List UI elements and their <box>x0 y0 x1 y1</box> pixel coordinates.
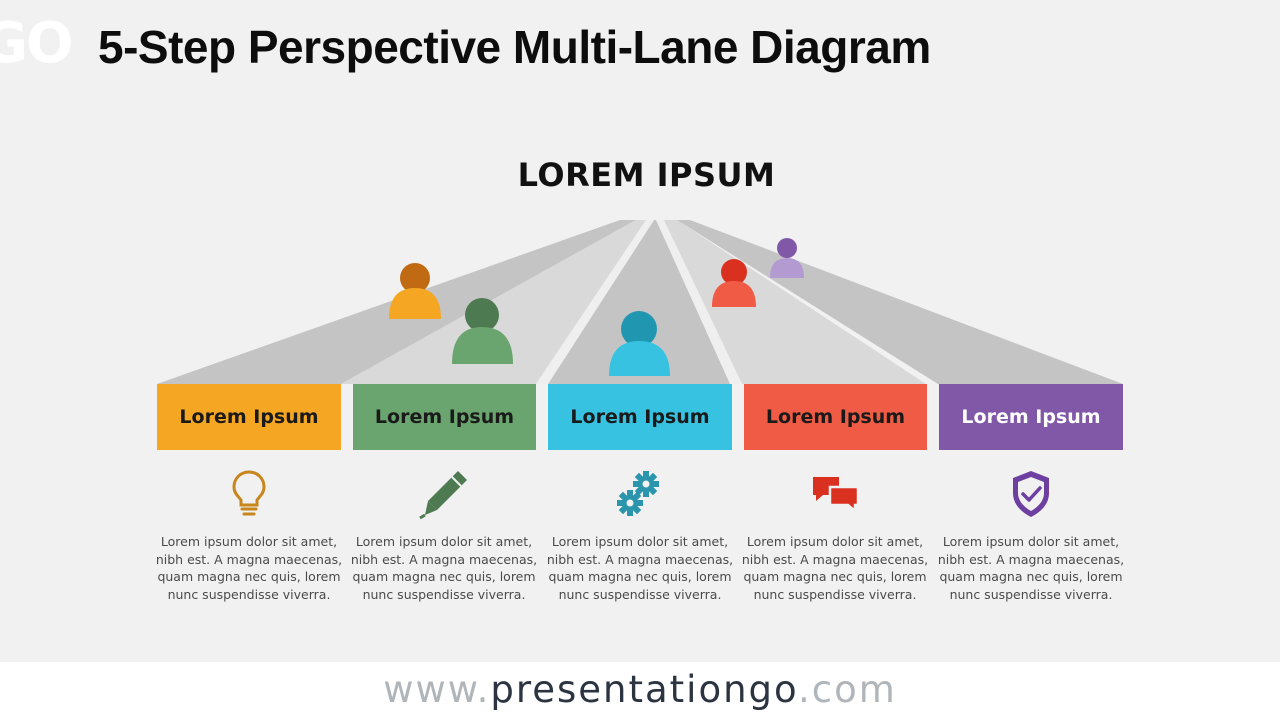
lane-2 <box>341 220 646 384</box>
person-figure-1 <box>389 263 441 319</box>
footer-url-suffix: .com <box>798 668 897 711</box>
lightbulb-icon <box>232 470 266 516</box>
step-label-4: Lorem Ipsum <box>744 384 927 450</box>
step-description-3: Lorem ipsum dolor sit amet, nibh est. A … <box>546 534 734 602</box>
shield-check-icon <box>1013 471 1049 517</box>
lane-divider <box>536 220 654 384</box>
footer-url-main: presentationgo <box>490 668 799 711</box>
step-label-2: Lorem Ipsum <box>353 384 536 450</box>
step-label-3: Lorem Ipsum <box>548 384 732 450</box>
step-description-4: Lorem ipsum dolor sit amet, nibh est. A … <box>741 534 929 602</box>
person-figure-3 <box>609 311 670 376</box>
gears-icon <box>617 471 659 516</box>
diagram-heading: LOREM IPSUM <box>517 156 776 194</box>
footer-bar <box>0 662 1280 720</box>
chat-bubbles-icon <box>813 477 860 514</box>
footer-website-link[interactable]: www.presentationgo.com <box>0 668 1280 712</box>
pen-icon <box>419 471 467 520</box>
person-figure-5 <box>770 238 804 278</box>
step-description-5: Lorem ipsum dolor sit amet, nibh est. A … <box>937 534 1125 602</box>
lane-3 <box>548 220 730 384</box>
person-figure-2 <box>452 298 513 364</box>
page-title: 5-Step Perspective Multi-Lane Diagram <box>98 21 931 73</box>
step-label-1: Lorem Ipsum <box>157 384 341 450</box>
lane-divider <box>656 220 742 384</box>
footer-url-prefix: www. <box>383 668 491 711</box>
person-figure-4 <box>712 259 756 307</box>
step-description-1: Lorem ipsum dolor sit amet, nibh est. A … <box>155 534 343 602</box>
step-description-2: Lorem ipsum dolor sit amet, nibh est. A … <box>350 534 538 602</box>
presentationgo-logo: GO <box>0 11 74 76</box>
step-label-5: Lorem Ipsum <box>939 384 1123 450</box>
